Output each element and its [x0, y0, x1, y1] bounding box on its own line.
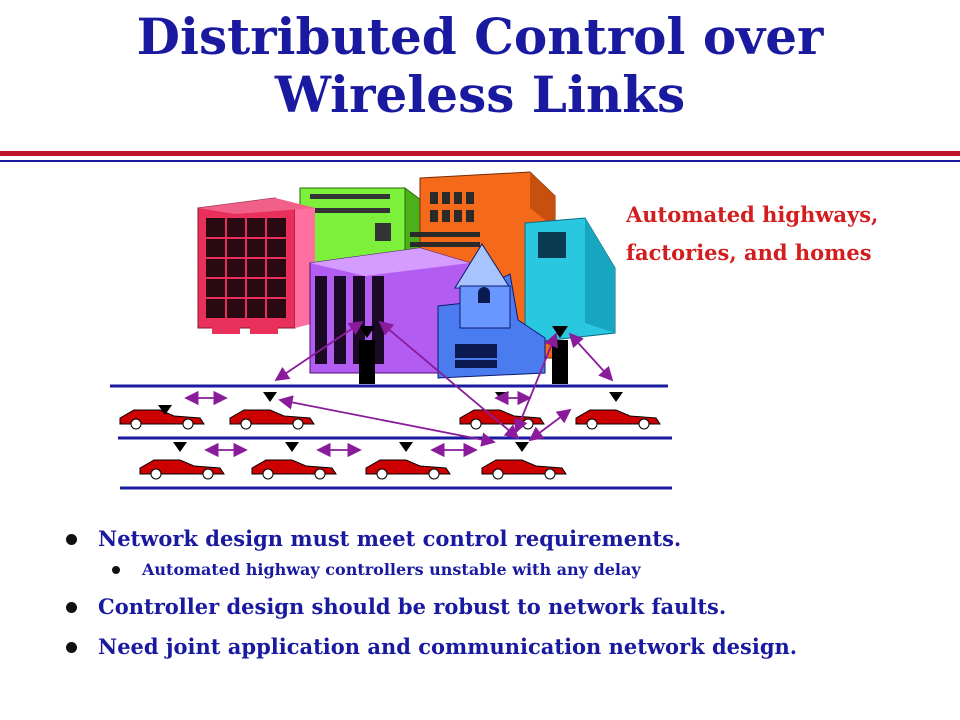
- bullet-item: Network design must meet control require…: [62, 524, 942, 554]
- car-icon: [119, 405, 205, 430]
- callout-line-1: Automated highways,: [626, 202, 879, 227]
- bullet-text: Need joint application and communication…: [98, 634, 798, 659]
- slide-title: Distributed Control over Wireless Links: [0, 8, 960, 124]
- scene-callout: Automated highways, factories, and homes: [626, 196, 878, 272]
- car-icon: [229, 392, 315, 430]
- callout-line-2: factories, and homes: [626, 240, 872, 265]
- bullet-dot-icon: [112, 566, 120, 574]
- bullet-text: Controller design should be robust to ne…: [98, 594, 727, 619]
- title-rule-blue: [0, 160, 960, 162]
- slide-title-line-1: Distributed Control over: [136, 7, 824, 66]
- wireless-scene-illustration: [110, 171, 672, 490]
- bullet-item: Controller design should be robust to ne…: [62, 592, 942, 622]
- slide-title-line-2: Wireless Links: [274, 65, 686, 124]
- bullet-text: Network design must meet control require…: [98, 526, 682, 551]
- sub-bullet-text: Automated highway controllers unstable w…: [142, 560, 641, 579]
- car-icon: [139, 442, 225, 480]
- bullet-dot-icon: [66, 534, 77, 545]
- building-icon: [524, 217, 616, 344]
- car-icon: [481, 442, 567, 480]
- bullet-dot-icon: [66, 602, 77, 613]
- bullet-list: Network design must meet control require…: [62, 524, 942, 662]
- title-rule-red: [0, 151, 960, 156]
- bullet-item: Need joint application and communication…: [62, 632, 942, 662]
- bullet-dot-icon: [66, 642, 77, 653]
- car-icon: [251, 442, 337, 480]
- building-icon: [197, 197, 315, 334]
- wireless-links: [184, 320, 614, 458]
- sub-bullet-item: Automated highway controllers unstable w…: [62, 558, 942, 582]
- car-icon: [575, 392, 661, 430]
- car-icon: [365, 442, 451, 480]
